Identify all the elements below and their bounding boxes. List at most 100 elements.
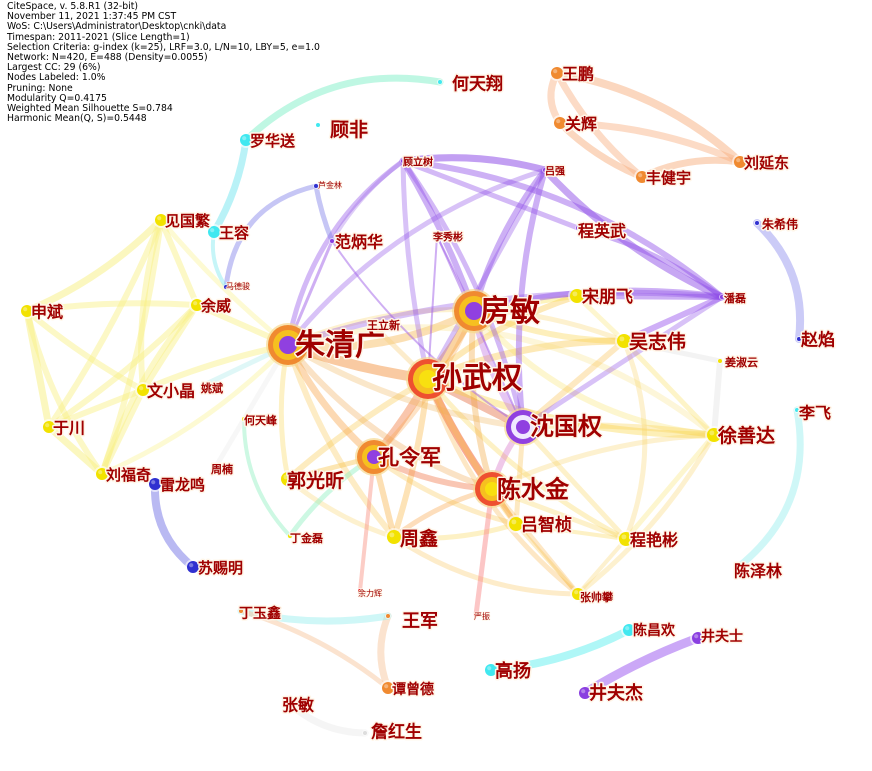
author-node-zhuxiwei[interactable] [754, 220, 760, 226]
author-node-chenchanghuan[interactable] [621, 622, 637, 638]
node-core [623, 624, 635, 636]
author-node-zhanhongsheng[interactable] [362, 730, 368, 736]
coauthor-link [24, 308, 146, 393]
author-label: 余威 [200, 297, 231, 315]
node-highlight [638, 173, 643, 178]
node-core [419, 370, 437, 388]
coauthor-link [282, 696, 369, 737]
author-node-zhangshuaipan[interactable] [570, 586, 586, 602]
author-node-yulihui[interactable] [357, 588, 363, 594]
author-node-wangpeng[interactable] [549, 65, 565, 81]
author-node-tanzengde[interactable] [380, 680, 396, 696]
author-node-wuzhiwei[interactable] [615, 332, 633, 350]
node-core [438, 80, 442, 84]
coauthor-link [574, 293, 725, 300]
author-node-yaobin[interactable] [199, 383, 205, 389]
author-node-xushanda[interactable] [705, 426, 723, 444]
author-label: 丁玉鑫 [239, 605, 281, 622]
coauthor-link [425, 167, 548, 382]
node-core [485, 664, 497, 676]
author-node-yuwei[interactable] [189, 297, 205, 313]
node-core [149, 478, 161, 490]
author-node-yuchuan[interactable] [41, 419, 57, 435]
author-node-wenxiaojing[interactable] [135, 382, 151, 398]
node-core [358, 589, 362, 593]
author-node-lujinlin[interactable] [313, 183, 319, 189]
author-node-yanzhen[interactable] [473, 612, 479, 618]
author-node-konglingjun[interactable] [355, 438, 393, 476]
author-node-songpengfei[interactable] [568, 287, 586, 305]
author-label: 吕智桢 [521, 515, 572, 536]
author-node-liuyandong[interactable] [732, 154, 748, 170]
author-node-zhangmin[interactable] [283, 697, 289, 703]
info-line: November 11, 2021 1:37:45 PM CST [7, 11, 177, 23]
node-core [619, 532, 633, 546]
author-node-wangrong[interactable] [206, 224, 222, 240]
author-label: 徐善达 [717, 424, 775, 447]
author-node-fanbinghua[interactable] [329, 238, 335, 244]
author-node-zhuqingguang[interactable] [266, 323, 310, 367]
author-node-chenzelin[interactable] [734, 565, 740, 571]
node-core [187, 561, 199, 573]
author-node-wangjun[interactable] [385, 613, 391, 619]
coauthor-link [753, 219, 805, 343]
info-line: CiteSpace, v. 5.8.R1 (32-bit) [7, 1, 139, 12]
author-node-gufei[interactable] [315, 122, 321, 128]
author-node-lvqiang[interactable] [542, 167, 548, 173]
author-node-zhaoyan[interactable] [796, 336, 802, 342]
author-node-chengyanbin[interactable] [617, 530, 635, 548]
author-node-gaoyang[interactable] [483, 662, 499, 678]
author-node-shenguoquan[interactable] [504, 408, 542, 446]
author-label: 芦金林 [318, 180, 342, 190]
author-node-gulishu[interactable] [400, 158, 406, 164]
node-core [370, 322, 374, 326]
author-node-guoguangxin[interactable] [279, 470, 297, 488]
coauthor-link [46, 387, 146, 430]
author-node-fengjianyu[interactable] [634, 169, 650, 185]
node-core [367, 450, 381, 464]
author-node-jiangshuyun[interactable] [717, 358, 723, 364]
node-core [755, 221, 759, 225]
node-highlight [283, 474, 289, 480]
author-node-madejun[interactable] [223, 284, 229, 290]
author-node-jingfushi[interactable] [690, 630, 706, 646]
author-node-leilongming[interactable] [147, 476, 163, 492]
author-label: 井夫杰 [589, 682, 643, 704]
author-node-chenshuijin[interactable] [473, 470, 511, 508]
author-node-lixiubin[interactable] [434, 233, 440, 239]
author-node-dingjinlei[interactable] [287, 533, 293, 539]
author-node-fangmin[interactable] [452, 289, 496, 333]
author-label: 郭光昕 [287, 469, 344, 492]
author-label: 王军 [402, 611, 438, 632]
author-node-sunwuquan[interactable] [406, 357, 450, 401]
author-label: 雷龙鸣 [160, 476, 205, 494]
author-node-lifei[interactable] [794, 407, 800, 413]
author-node-shenbin[interactable] [19, 303, 35, 319]
node-highlight [139, 386, 144, 391]
node-highlight [384, 684, 389, 689]
author-label: 孔令军 [378, 445, 441, 470]
node-core [543, 168, 547, 172]
author-node-zhouxin[interactable] [385, 528, 403, 546]
coauthor-link [553, 69, 744, 166]
author-node-luohuasong[interactable] [238, 132, 254, 148]
author-node-wangxinli[interactable] [369, 321, 375, 327]
author-node-hetianfeng[interactable] [241, 416, 247, 422]
author-node-guanhui[interactable] [552, 115, 568, 131]
author-node-hetianxiang[interactable] [437, 79, 443, 85]
author-label: 吴志伟 [629, 330, 686, 353]
author-node-jingfujie[interactable] [577, 685, 593, 701]
coauthor-link [331, 240, 524, 428]
author-node-jianguofan[interactable] [153, 212, 169, 228]
coauthor-link [400, 158, 526, 430]
author-node-dingyuxin[interactable] [238, 608, 244, 614]
author-node-zhounan[interactable] [212, 465, 218, 471]
author-node-liufuqi[interactable] [94, 466, 110, 482]
coauthor-link [99, 387, 146, 477]
author-node-suciming[interactable] [185, 559, 201, 575]
author-node-chengyingwu[interactable] [575, 225, 581, 231]
author-node-panlei[interactable] [719, 294, 725, 300]
coauthor-link [425, 376, 629, 542]
author-node-lvzhizhen[interactable] [507, 515, 525, 533]
